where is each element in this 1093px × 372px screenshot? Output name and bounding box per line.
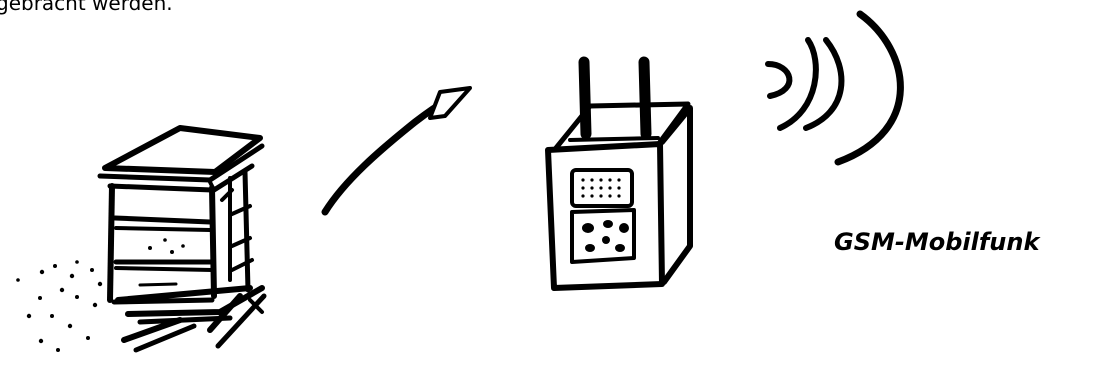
gsm-label: GSM-Mobilfunk	[834, 228, 1041, 256]
radio-waves-icon	[765, 10, 904, 166]
bees-dots-icon	[16, 260, 112, 352]
header-partial-text: gebracht werden.	[0, 0, 173, 15]
transmitter-device-icon	[545, 56, 693, 291]
beehive-icon	[97, 125, 267, 353]
arrow-icon	[321, 86, 472, 216]
